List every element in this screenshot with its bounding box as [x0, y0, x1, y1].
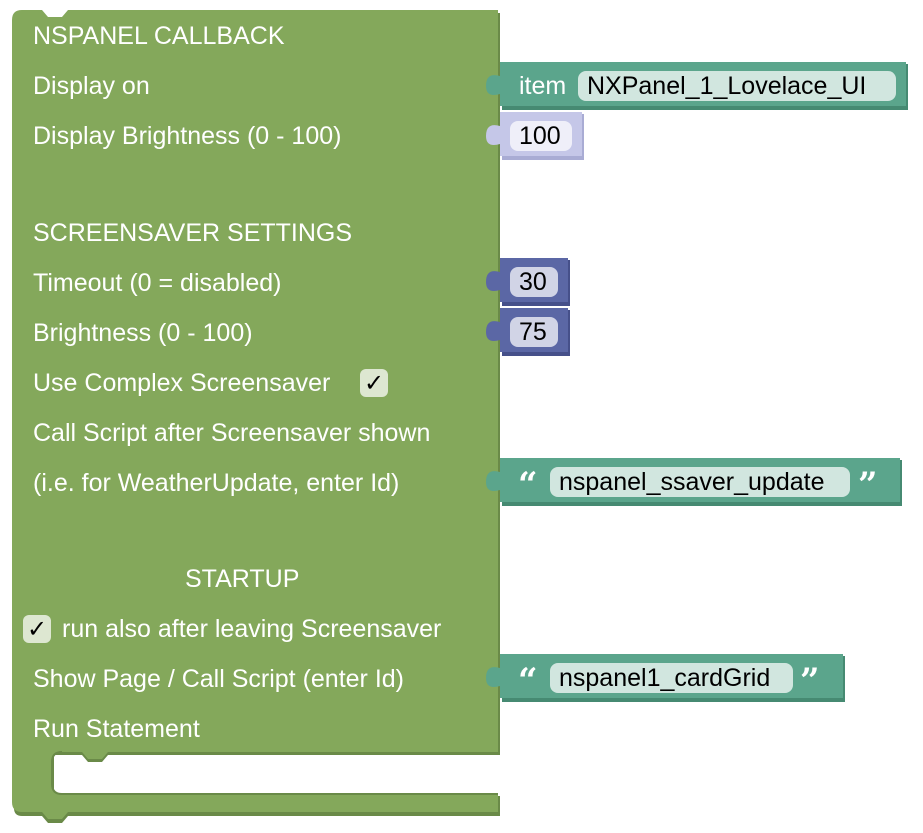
nspanel-callback-block[interactable]	[12, 10, 498, 819]
show-page-label: Show Page / Call Script (enter Id)	[33, 665, 404, 693]
ssaver-script-field[interactable]: nspanel_ssaver_update	[550, 467, 850, 497]
block-title: NSPANEL CALLBACK	[33, 22, 285, 50]
call-script-label-line2: (i.e. for WeatherUpdate, enter Id)	[33, 469, 400, 497]
run-after-leaving-checkbox[interactable]: ✓	[23, 615, 51, 643]
screensaver-settings-title: SCREENSAVER SETTINGS	[33, 219, 353, 247]
run-after-leaving-label: run also after leaving Screensaver	[62, 615, 442, 643]
startup-title: STARTUP	[185, 565, 300, 593]
close-quote-icon: ”	[800, 661, 820, 701]
display-brightness-label: Display Brightness (0 - 100)	[33, 122, 342, 150]
display-on-label: Display on	[33, 72, 150, 100]
timeout-label: Timeout (0 = disabled)	[33, 269, 282, 297]
complex-screensaver-label: Use Complex Screensaver	[33, 369, 331, 397]
close-quote-icon: ”	[858, 465, 878, 505]
display-brightness-field[interactable]: 100	[510, 121, 572, 151]
item-name-field[interactable]: NXPanel_1_Lovelace_UI	[578, 71, 896, 101]
open-quote-icon: “	[518, 661, 538, 701]
open-quote-icon: “	[518, 465, 538, 505]
call-script-label-line1: Call Script after Screensaver shown	[33, 419, 431, 447]
statement-slot[interactable]	[51, 751, 498, 795]
run-statement-label: Run Statement	[33, 715, 200, 743]
screensaver-brightness-field[interactable]: 75	[510, 317, 558, 347]
timeout-field[interactable]: 30	[510, 267, 558, 297]
screensaver-brightness-label: Brightness (0 - 100)	[33, 319, 253, 347]
complex-screensaver-checkbox[interactable]: ✓	[360, 369, 388, 397]
item-keyword: item	[519, 72, 567, 100]
startup-page-field[interactable]: nspanel1_cardGrid	[550, 663, 793, 693]
